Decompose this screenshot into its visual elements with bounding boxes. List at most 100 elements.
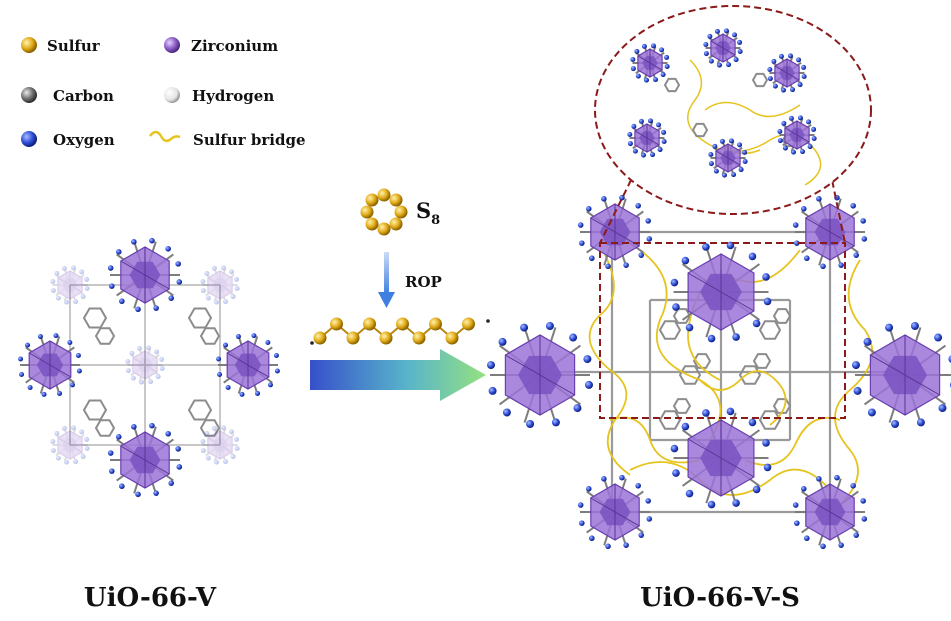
zr-cluster xyxy=(107,422,183,498)
legend-item-sulfur: Sulfur xyxy=(21,37,101,55)
legend-label: Sulfur xyxy=(47,37,101,55)
s8-ring-molecule xyxy=(360,188,408,236)
left-structure-caption: UiO-66-V xyxy=(84,583,217,613)
zr-cluster xyxy=(216,333,280,397)
transformation-arrow xyxy=(310,349,486,401)
legend-label: Oxygen xyxy=(53,131,115,149)
zr-cluster xyxy=(50,265,90,305)
hydrogen-atom-icon xyxy=(164,87,180,103)
sulfur-atom xyxy=(360,205,374,219)
sulfur-atom xyxy=(429,317,442,331)
zoom-inset-frame xyxy=(594,5,872,215)
zoom-region-box xyxy=(599,242,846,419)
s8-label: S8 xyxy=(416,198,440,228)
zr-cluster xyxy=(767,53,807,93)
sulfur-atom xyxy=(313,331,327,345)
benzene-ring xyxy=(658,410,682,430)
uio-66-v-s-structure xyxy=(486,194,951,550)
oxygen-atom-icon xyxy=(21,131,37,147)
sulfur-atom xyxy=(389,193,403,207)
benzene-ring xyxy=(758,320,782,340)
legend: Sulfur Zirconium Carbon Hydrogen Oxygen … xyxy=(21,37,306,149)
polysulfide-chain xyxy=(310,317,490,345)
benzene-ring xyxy=(82,307,108,329)
legend-label: Sulfur bridge xyxy=(193,131,306,149)
sulfur-atom xyxy=(377,222,391,236)
sulfur-atom xyxy=(330,317,343,331)
chain-end-dot xyxy=(310,341,314,345)
zr-cluster xyxy=(670,241,772,343)
sulfur-atom xyxy=(365,193,379,207)
benzene-ring xyxy=(199,327,221,345)
benzene-ring xyxy=(692,353,712,369)
sulfur-atom xyxy=(389,217,403,231)
zr-cluster xyxy=(627,118,667,158)
zr-cluster xyxy=(703,28,743,68)
zr-cluster xyxy=(792,194,868,270)
zr-cluster xyxy=(486,321,594,429)
legend-item-sulfur-bridge: Sulfur bridge xyxy=(149,130,306,149)
sulfur-atom xyxy=(379,331,393,345)
benzene-ring xyxy=(658,320,682,340)
rop-label: ROP xyxy=(405,273,442,291)
benzene-ring xyxy=(672,308,692,324)
uio-66-v-structure xyxy=(18,237,280,498)
zoom-inset xyxy=(594,5,872,215)
sulfur-bridge xyxy=(639,249,722,441)
right-structure-caption: UiO-66-V-S xyxy=(640,583,800,613)
sulfur-atom-icon xyxy=(21,37,37,53)
zr-cluster xyxy=(50,425,90,465)
sulfur-bridge xyxy=(588,254,631,476)
sulfur-atom xyxy=(462,317,475,331)
benzene-ring xyxy=(738,365,762,385)
zr-cluster xyxy=(200,265,240,305)
legend-label: Zirconium xyxy=(191,37,278,55)
chain-bond xyxy=(319,322,470,340)
benzene-ring xyxy=(758,410,782,430)
sulfur-bridge xyxy=(834,259,874,506)
sulfur-atom xyxy=(346,331,360,345)
sulfur-atom xyxy=(445,331,459,345)
benzene-ring xyxy=(751,72,769,88)
benzene-ring xyxy=(187,307,213,329)
benzene-ring xyxy=(94,419,116,437)
zr-cluster xyxy=(708,138,748,178)
benzene-ring xyxy=(199,419,221,437)
zr-cluster xyxy=(851,321,951,429)
rop-arrow xyxy=(378,252,395,308)
zr-cluster xyxy=(125,345,165,385)
sulfur-atom xyxy=(396,317,409,331)
benzene-ring xyxy=(82,399,108,421)
sulfur-bridge-icon xyxy=(149,130,181,143)
benzene-ring xyxy=(187,399,213,421)
sulfur-bridge xyxy=(629,461,831,496)
benzene-ring xyxy=(772,308,792,324)
zoom-connector-right xyxy=(829,169,846,244)
zr-cluster xyxy=(200,425,240,465)
zr-cluster xyxy=(577,474,653,550)
benzene-ring xyxy=(672,398,692,414)
sulfur-atom xyxy=(365,217,379,231)
legend-item-carbon: Carbon xyxy=(21,87,114,105)
sulfur-atom xyxy=(394,205,408,219)
zr-cluster xyxy=(777,115,817,155)
zoom-connector-left xyxy=(599,169,637,244)
sulfur-atom xyxy=(377,188,391,202)
sulfur-atom xyxy=(363,317,376,331)
benzene-ring xyxy=(691,122,709,138)
legend-item-hydrogen: Hydrogen xyxy=(164,87,274,105)
benzene-ring xyxy=(94,327,116,345)
zr-cluster xyxy=(107,237,183,313)
zirconium-atom-icon xyxy=(164,37,180,53)
legend-item-oxygen: Oxygen xyxy=(21,131,115,149)
zr-cluster xyxy=(630,43,670,83)
benzene-ring xyxy=(752,353,772,369)
zr-cluster xyxy=(18,333,82,397)
chain-end-dot xyxy=(486,319,490,323)
zr-cluster xyxy=(577,194,653,270)
legend-label: Carbon xyxy=(53,87,114,105)
legend-label: Hydrogen xyxy=(192,87,274,105)
benzene-ring xyxy=(663,77,681,93)
sulfur-atom xyxy=(412,331,426,345)
